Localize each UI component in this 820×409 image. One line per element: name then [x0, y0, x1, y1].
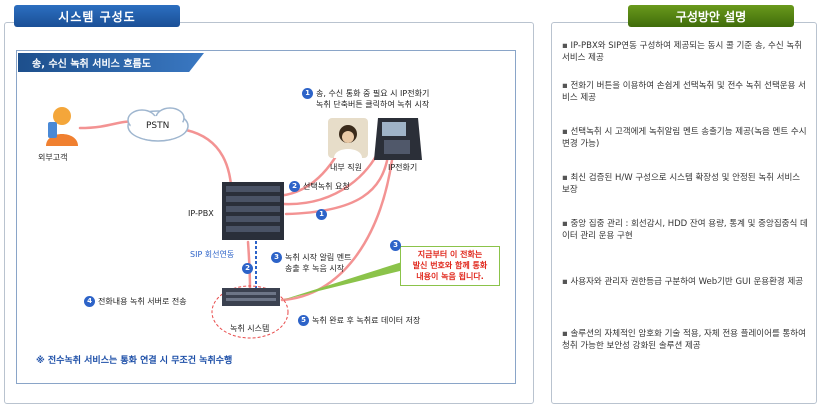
ip-pbx-icon [222, 182, 284, 240]
ip-phone-label: IP전화기 [388, 163, 418, 172]
alert-badge: 3 [390, 240, 401, 251]
step-1-badge: 1 [302, 88, 313, 99]
description-item: 최신 검증된 H/W 구성으로 시스템 확장성 및 안정된 녹취 서비스 보장 [562, 172, 810, 196]
step-1-text-line2: 녹취 단축버튼 클릭하여 녹취 시작 [316, 100, 430, 109]
flow-line-recorder-phone [280, 158, 394, 302]
pstn-label: PSTN [146, 121, 170, 131]
external-customer-label: 외부고객 [38, 153, 68, 162]
step-3-badge: 3 [271, 252, 282, 263]
flow-line-phone-pbx [284, 154, 390, 216]
step-2b-marker: 2 [242, 263, 256, 274]
recording-system-label: 녹취 시스템 [230, 324, 270, 333]
step-1-text-line1: 송, 수신 통화 중 필요 시 IP전화기 [316, 89, 430, 98]
flow-banner: 송, 수신 녹취 서비스 흐름도 [18, 53, 204, 72]
system-diagram-tab[interactable]: 시스템 구성도 [14, 5, 180, 27]
sip-link-label: SIP 회선연동 [190, 250, 235, 259]
full-recording-note: ※ 전수녹취 서비스는 통화 연결 시 무조건 녹취수행 [36, 356, 233, 366]
recording-server-icon [211, 285, 289, 339]
description-item: 사용자와 관리자 권한등급 구분하여 Web기반 GUI 운용환경 제공 [562, 276, 810, 288]
description-item: 솔루션의 자체적인 암호화 기술 적용, 자체 전용 플레이어를 통하여 청취 … [562, 328, 810, 352]
flow-line-customer-pstn [78, 120, 134, 130]
step-3-text-line1: 녹취 시작 알림 멘트 [285, 253, 352, 262]
alert-marker: 3 [390, 240, 404, 251]
ip-pbx-label: IP-PBX [188, 209, 214, 218]
step-2b-badge: 2 [242, 263, 253, 274]
step-2-text: 선택녹취 요청 [303, 182, 350, 191]
external-customer-icon [46, 107, 78, 146]
pstn-cloud-icon [127, 107, 189, 142]
internal-staff-avatar [328, 118, 368, 158]
step-3-text-line2: 송출 후 녹음 시작 [285, 264, 345, 273]
step-4-badge: 4 [84, 296, 95, 307]
ip-phone-icon [374, 118, 422, 160]
internal-staff-label: 내부 직원 [330, 163, 362, 172]
step-1b-marker: 1 [316, 209, 330, 220]
alert-pointer [282, 262, 404, 300]
alert-line-1: 지금부터 이 전화는 [417, 250, 483, 259]
description-item: 중앙 집중 관리 : 회선감시, HDD 잔여 용량, 통계 및 중앙집중식 데… [562, 218, 810, 242]
description-tab[interactable]: 구성방안 설명 [628, 5, 794, 27]
recording-notice-callout: 지금부터 이 전화는 발신 번호와 함께 통화 내용이 녹음 됩니다. [400, 246, 500, 286]
step-2-badge: 2 [289, 181, 300, 192]
step-4-text: 전화내용 녹취 서버로 전송 [98, 297, 187, 306]
description-item: 전화기 버튼을 이용하여 손쉽게 선택녹취 및 전수 녹취 선택운용 서비스 제… [562, 80, 810, 104]
alert-line-3: 내용이 녹음 됩니다. [416, 272, 484, 281]
step-5-text: 녹취 완료 후 녹취료 데이터 저장 [312, 316, 421, 325]
step-5-badge: 5 [298, 315, 309, 326]
step-1b-badge: 1 [316, 209, 327, 220]
alert-line-2: 발신 번호와 함께 통화 [412, 261, 488, 270]
description-item: 선택녹취 시 고객에게 녹취알림 멘트 송출기능 제공(녹음 멘트 수시 변경 … [562, 126, 810, 150]
description-item: IP-PBX와 SIP연동 구성하여 제공되는 동시 콜 기준 송, 수신 녹취… [562, 40, 810, 64]
